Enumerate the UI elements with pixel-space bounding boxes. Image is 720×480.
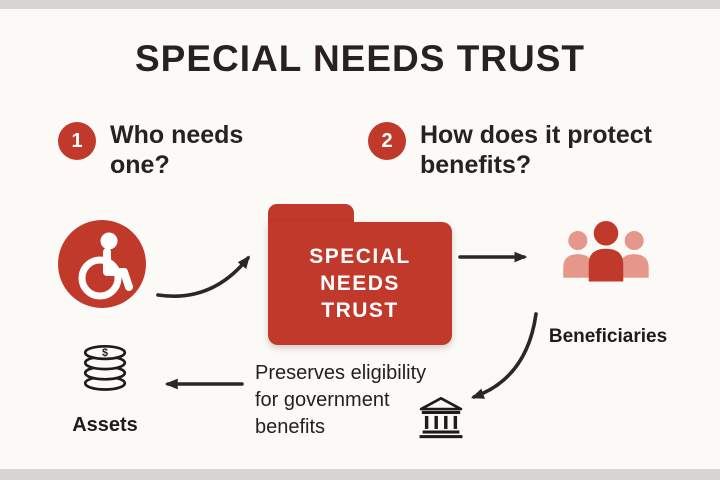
step-2-badge: 2 [368, 122, 406, 160]
step-2-number: 2 [381, 129, 393, 152]
question-2-line-2: benefits? [420, 151, 532, 179]
page-title: SPECIAL NEEDS TRUST [134, 38, 586, 79]
question-1-line-2: one? [110, 151, 170, 179]
benefits-note: Preserves eligibility for government ben… [255, 360, 426, 441]
coin-stack-icon: $ [75, 334, 135, 398]
trust-folder: SPECIAL NEEDS TRUST [268, 204, 452, 345]
bank-icon [418, 396, 464, 444]
question-2: 2 How does it protect benefits? [368, 120, 652, 180]
beneficiaries-label: Beneficiaries [548, 326, 668, 347]
people-group-glyph [563, 221, 649, 282]
assets-label: Assets [72, 414, 138, 436]
benefits-note-line-3: benefits [255, 416, 326, 438]
wheelchair-glyph [78, 232, 133, 300]
benefits-note-line-1: Preserves eligibility [255, 362, 427, 384]
coin-stack-glyph: $ [83, 344, 127, 391]
step-1-number: 1 [71, 129, 83, 152]
question-1: 1 Who needs one? [58, 120, 243, 180]
benefits-note-line-2: for government [255, 389, 390, 411]
bank-glyph [419, 396, 463, 439]
question-2-line-1: How does it protect [420, 121, 652, 149]
step-1-badge: 1 [58, 122, 96, 160]
people-group-icon [556, 216, 656, 292]
question-2-text: How does it protect benefits? [420, 120, 652, 180]
folder-body: SPECIAL NEEDS TRUST [268, 222, 452, 345]
question-1-line-1: Who needs [110, 121, 244, 149]
bottom-edge-strip [0, 469, 720, 480]
top-edge-strip [0, 0, 720, 9]
folder-line-2: NEEDS [320, 272, 400, 295]
question-1-text: Who needs one? [110, 120, 243, 180]
wheelchair-icon [58, 220, 146, 308]
arrow-beneficiaries-to-note [470, 312, 538, 399]
arrow-person-to-trust [156, 255, 251, 298]
folder-line-1: SPECIAL [309, 245, 411, 268]
folder-line-3: TRUST [321, 299, 399, 322]
coin-dollar-symbol: $ [102, 347, 108, 359]
